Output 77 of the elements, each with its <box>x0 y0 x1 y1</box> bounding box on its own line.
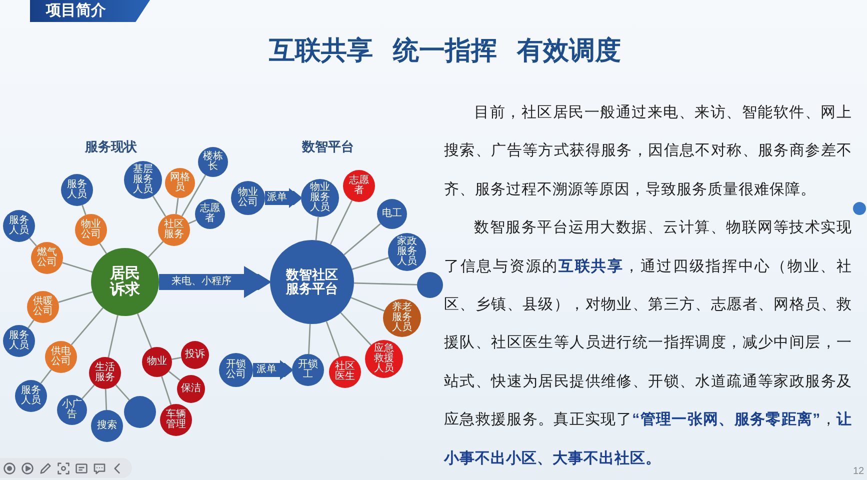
edge-label: 派单 <box>256 365 276 375</box>
connector-line <box>29 238 37 246</box>
block-arrow <box>159 266 270 298</box>
connector-line <box>82 204 86 216</box>
page-number: 12 <box>853 466 864 478</box>
connector-line <box>40 369 52 384</box>
service-node: 楼栋长 <box>198 147 228 177</box>
connector-line <box>152 196 166 217</box>
service-node: 投诉 <box>181 341 209 369</box>
connector-line <box>99 243 107 254</box>
connector-line <box>62 262 93 273</box>
body-paragraph: 目前，社区居民一般通过来电、来访、智能软件、网上搜索、广告等方式获得服务，因信息不对称、服务商参差不齐、服务过程不溯源等原因，导致服务质量很难保障。 <box>444 103 852 200</box>
service-node: 志愿者 <box>195 199 225 229</box>
connector-line <box>326 321 340 358</box>
connector-line <box>104 388 108 410</box>
connector-line <box>315 216 319 240</box>
section-tab: 项目简介 <box>30 0 150 22</box>
connector-line <box>181 174 206 216</box>
service-node: 志愿者 <box>343 170 375 202</box>
service-node: 开锁公司 <box>219 353 253 387</box>
edge-label: 派单 <box>267 193 287 203</box>
connector-line <box>172 356 182 360</box>
connector-line <box>148 241 164 258</box>
service-node: 开锁工 <box>292 354 324 386</box>
connector-line <box>350 296 385 312</box>
service-node: 搜索 <box>91 410 123 442</box>
connector-line <box>108 315 118 358</box>
service-node: 服务人员 <box>3 210 35 242</box>
connector-line <box>70 307 104 346</box>
slide-title: 互联共享 统一指挥 有效调度 <box>268 34 622 67</box>
service-node: 保洁 <box>177 375 205 403</box>
connector-line <box>81 384 95 400</box>
block-arrow <box>265 188 301 208</box>
body-paragraph: 数智服务平台运用大数据、云计算、物联网等技术实现了信息与资源的互联共享，通过四级指挥中心（物业、社区、乡镇、县级），对物业、第三方、志愿者、网格员、救援队、社区医生等人员进行统一指挥调度，减少中间层，一站式、快速为居民提供维修、开锁、水道疏通等家政服务及应急救援服务。真正实现了“管理一张网、服务零距离”，让小事不出小区、大事不出社区。 <box>444 218 852 469</box>
connector-line <box>188 219 197 224</box>
service-node: 供电公司 <box>45 341 77 373</box>
connector-line <box>161 376 172 406</box>
service-node: 网格员 <box>165 168 195 198</box>
service-node: 物业 <box>142 347 172 377</box>
service-node: 燃气公司 <box>31 242 63 274</box>
service-node: 家政服务人员 <box>388 233 426 271</box>
service-node: 服务人员 <box>61 174 93 206</box>
connector-line <box>115 384 130 401</box>
connector-line <box>340 312 372 346</box>
service-node: 电工 <box>377 199 407 229</box>
service-node: 物业服务人员 <box>301 179 339 217</box>
connector-line <box>330 200 353 245</box>
block-arrow <box>253 360 292 380</box>
service-node: 基层服务人员 <box>124 161 162 199</box>
service-node: 社区服务 <box>158 214 190 246</box>
connector-line <box>352 257 390 270</box>
connector-line <box>354 282 418 286</box>
service-node: 小广告 <box>57 395 87 425</box>
connector-line <box>175 198 179 214</box>
connector-line <box>344 223 382 256</box>
connector-line <box>136 313 152 348</box>
service-node: 供暖公司 <box>27 291 59 323</box>
service-node: 养老服务人员 <box>383 299 421 337</box>
blank-node <box>417 272 443 298</box>
service-node: 生活服务 <box>89 357 121 389</box>
service-node: 物业公司 <box>75 214 107 246</box>
edge-label: 来电、小程序 <box>172 277 232 287</box>
connector-line <box>28 320 34 328</box>
section-heading: 服务现状 <box>85 139 137 155</box>
hub-node: 居民诉求 <box>91 248 159 316</box>
connector-line <box>168 370 180 381</box>
section-heading: 数智平台 <box>302 139 354 155</box>
connector-line <box>308 324 311 354</box>
service-node: 车辆管理 <box>160 404 192 436</box>
service-node: 应急救援人员 <box>365 340 403 378</box>
hub-node: 数智社区服务平台 <box>270 240 354 324</box>
connector-line <box>58 291 93 303</box>
service-node: 物业公司 <box>231 181 265 215</box>
service-node: 社区医生 <box>329 356 361 388</box>
blank-node <box>124 396 156 428</box>
service-node: 服务人员 <box>15 380 47 412</box>
service-node: 服务人员 <box>3 325 35 357</box>
